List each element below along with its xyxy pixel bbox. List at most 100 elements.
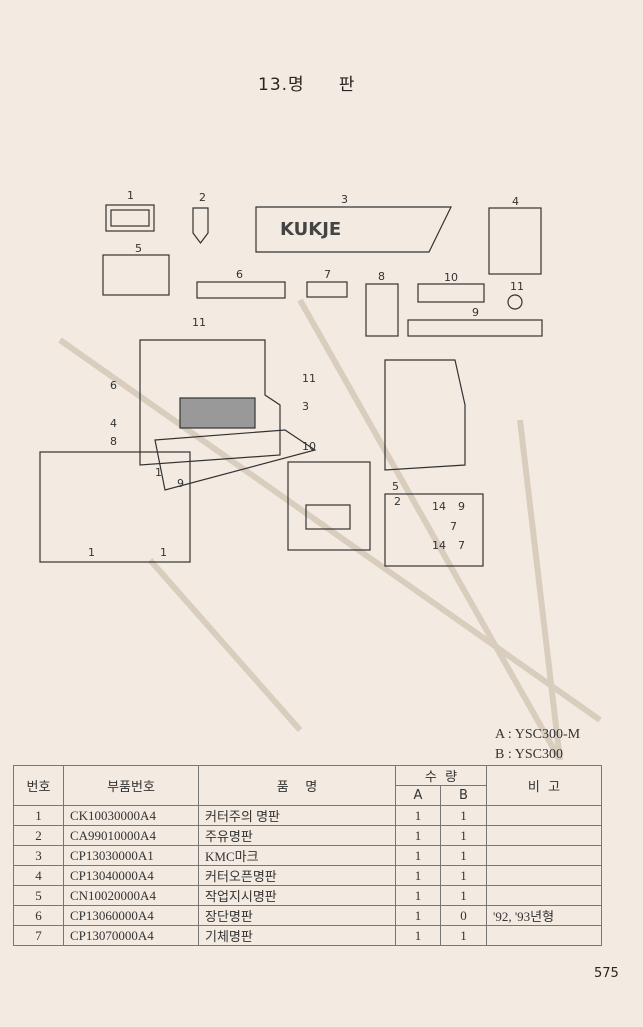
title-word: 판 — [338, 75, 356, 95]
callout: 11 — [510, 280, 524, 293]
cell-a: 1 — [395, 925, 441, 946]
cell-no: 7 — [13, 925, 64, 946]
callout: 5 — [135, 242, 142, 255]
callout: 9 — [472, 306, 479, 319]
cell-name: 커터주의 명판 — [198, 805, 396, 826]
callout: 10 — [444, 271, 458, 284]
plate-7 — [306, 281, 348, 298]
cell-no: 4 — [13, 865, 64, 886]
callout: 8 — [378, 270, 385, 283]
plate-1 — [105, 204, 155, 232]
cell-part-no: CP13030000A1 — [63, 845, 199, 866]
plate-11 — [507, 294, 523, 310]
cell-remark — [486, 885, 602, 906]
machine-right — [384, 359, 466, 471]
header-name: 품 명 — [198, 765, 396, 806]
header-qty: 수 량 — [395, 765, 487, 786]
plate-10 — [417, 283, 485, 303]
callout: 1 — [160, 546, 167, 559]
background-faint-drawing — [58, 298, 602, 760]
cell-a: 1 — [395, 905, 441, 926]
callout: 6 — [110, 379, 117, 392]
detail-inset-7 — [287, 461, 371, 551]
cell-name: 커터오픈명판 — [198, 865, 396, 886]
cell-part-no: CN10020000A4 — [63, 885, 199, 906]
header-qty-b: B — [440, 785, 487, 806]
cell-b: 1 — [440, 865, 487, 886]
cell-no: 2 — [13, 825, 64, 846]
cell-b: 1 — [440, 825, 487, 846]
cell-no: 6 — [13, 905, 64, 926]
brand-text: KUKJE — [280, 219, 341, 240]
cell-remark — [486, 805, 602, 826]
callout: 11 — [302, 372, 316, 385]
cell-a: 1 — [395, 885, 441, 906]
cell-remark — [486, 925, 602, 946]
callout: 10 — [302, 440, 316, 453]
cell-b: 1 — [440, 805, 487, 826]
legend-b: B : YSC300 — [495, 747, 563, 762]
cell-a: 1 — [395, 865, 441, 886]
cell-part-no: CA99010000A4 — [63, 825, 199, 846]
header-qty-a: A — [395, 785, 441, 806]
callout: 5 — [392, 480, 399, 493]
cell-part-no: CP13060000A4 — [63, 905, 199, 926]
header-remark: 비 고 — [486, 765, 602, 806]
cell-a: 1 — [395, 845, 441, 866]
plate-9 — [407, 319, 543, 337]
detail-inset-right — [384, 493, 484, 567]
title-word: 명 — [288, 75, 305, 95]
callout: 7 — [458, 539, 465, 552]
cell-remark: '92, '93년형 — [486, 905, 602, 926]
section-number: 13. — [258, 75, 289, 95]
callout: 3 — [302, 400, 309, 413]
plate-4 — [488, 207, 542, 275]
callout: 8 — [110, 435, 117, 448]
legend-a: A : YSC300-M — [495, 727, 581, 742]
cell-b: 1 — [440, 925, 487, 946]
cell-b: 1 — [440, 885, 487, 906]
cell-b: 1 — [440, 845, 487, 866]
cell-remark — [486, 865, 602, 886]
callout: 9 — [458, 500, 465, 513]
callout: 4 — [512, 195, 519, 208]
callout: 4 — [110, 417, 117, 430]
callout: 1 — [127, 189, 134, 202]
cell-remark — [486, 825, 602, 846]
callout: 7 — [324, 268, 331, 281]
cell-a: 1 — [395, 825, 441, 846]
cell-name: 기체명판 — [198, 925, 396, 946]
plate-2 — [192, 207, 209, 244]
callout: 9 — [177, 477, 184, 490]
cell-part-no: CK10030000A4 — [63, 805, 199, 826]
page-title: 13.명 판 — [258, 70, 355, 95]
cell-part-no: CP13040000A4 — [63, 865, 199, 886]
cell-name: 작업지시명판 — [198, 885, 396, 906]
cell-b: 0 — [440, 905, 487, 926]
kukje-panel — [179, 397, 256, 429]
callout: 14 — [432, 500, 446, 513]
plate-3 — [255, 206, 452, 253]
callout: 1 — [88, 546, 95, 559]
cell-name: 주유명판 — [198, 825, 396, 846]
cell-name: 장단명판 — [198, 905, 396, 926]
callout: 6 — [236, 268, 243, 281]
nameplate-diagram: KUKJE 1 2 3 4 5 6 7 8 10 9 11 11 6 4 8 3… — [39, 189, 602, 760]
callout: 11 — [192, 316, 206, 329]
page-number: 575 — [594, 966, 619, 981]
cell-no: 1 — [13, 805, 64, 826]
callout: 1 — [155, 466, 162, 479]
plate-6 — [196, 281, 286, 299]
machine-left — [139, 339, 281, 466]
callout: 14 — [432, 539, 446, 552]
callout: 2 — [199, 191, 206, 204]
cell-part-no: CP13070000A4 — [63, 925, 199, 946]
cell-remark — [486, 845, 602, 866]
